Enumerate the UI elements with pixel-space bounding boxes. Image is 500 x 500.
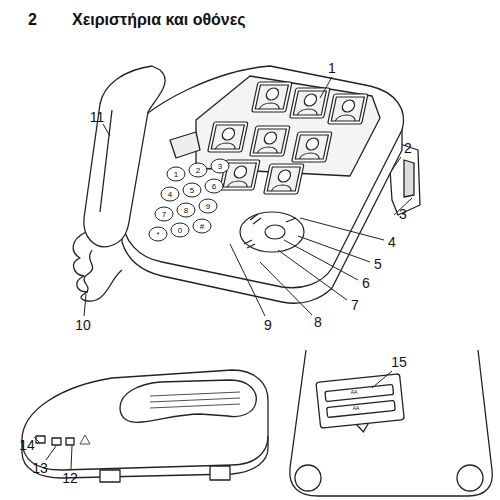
keypad-key xyxy=(149,227,167,241)
photo-button xyxy=(208,122,248,152)
keypad-digit: 0 xyxy=(178,227,182,235)
callout-number: 3 xyxy=(399,207,407,221)
photo-panel xyxy=(196,76,380,176)
keypad-digit: 5 xyxy=(190,187,194,195)
callout-number: 1 xyxy=(328,61,336,75)
keypad-digit: 2 xyxy=(196,167,200,175)
callout-number: 8 xyxy=(314,315,322,329)
underside-view xyxy=(290,350,493,496)
photo-button xyxy=(328,94,368,124)
keypad-digit: 8 xyxy=(184,207,188,215)
keypad-digit: # xyxy=(200,223,204,231)
keypad-digit: 4 xyxy=(168,191,172,199)
handset xyxy=(84,66,165,247)
keypad-digit: 9 xyxy=(206,203,210,211)
battery-label: AA xyxy=(351,390,358,395)
photo-button xyxy=(252,82,292,112)
section-number: 2 xyxy=(28,12,37,28)
keypad-key xyxy=(211,159,229,173)
coiled-cord xyxy=(73,232,88,292)
keypad-digit: 7 xyxy=(162,211,166,219)
callout-number: 14 xyxy=(19,438,35,452)
keypad-key xyxy=(171,223,189,237)
callout-number: 4 xyxy=(388,235,396,249)
base-top xyxy=(118,66,404,288)
keypad-key xyxy=(167,167,185,181)
keypad-key xyxy=(155,207,173,221)
callout-number: 13 xyxy=(32,461,48,475)
keypad-digit: 6 xyxy=(212,183,216,191)
callout-number: 15 xyxy=(391,355,407,369)
keypad-key xyxy=(161,187,179,201)
keypad-key xyxy=(193,219,211,233)
callout-number: 11 xyxy=(90,110,105,124)
callout-number: 12 xyxy=(62,471,78,485)
callout-number: 6 xyxy=(362,276,370,290)
callout-number: 5 xyxy=(374,257,382,271)
keypad-key xyxy=(189,163,207,177)
callout-number: 9 xyxy=(264,318,272,332)
keypad-key xyxy=(183,183,201,197)
rear-view xyxy=(22,370,268,482)
keypad-key xyxy=(199,199,217,213)
battery-label: AA xyxy=(353,406,360,411)
side-slider xyxy=(404,160,414,197)
callout-number: 2 xyxy=(404,141,412,155)
callout-number: 7 xyxy=(351,298,359,312)
hook-switch xyxy=(170,132,200,158)
photo-button xyxy=(250,126,290,156)
leader-lines xyxy=(34,77,412,469)
section-title: Χειριστήρια και οθόνες xyxy=(72,12,246,28)
photo-button xyxy=(290,88,330,118)
photo-button xyxy=(292,132,332,162)
photo-button xyxy=(264,164,304,194)
keypad-digit: 3 xyxy=(218,163,222,171)
keypad-key xyxy=(177,203,195,217)
callout-number: 10 xyxy=(75,318,91,332)
keypad-digit: 1 xyxy=(174,171,178,179)
keypad-key xyxy=(205,179,223,193)
coiled-cord xyxy=(81,250,122,301)
keypad-digit: * xyxy=(156,231,159,239)
